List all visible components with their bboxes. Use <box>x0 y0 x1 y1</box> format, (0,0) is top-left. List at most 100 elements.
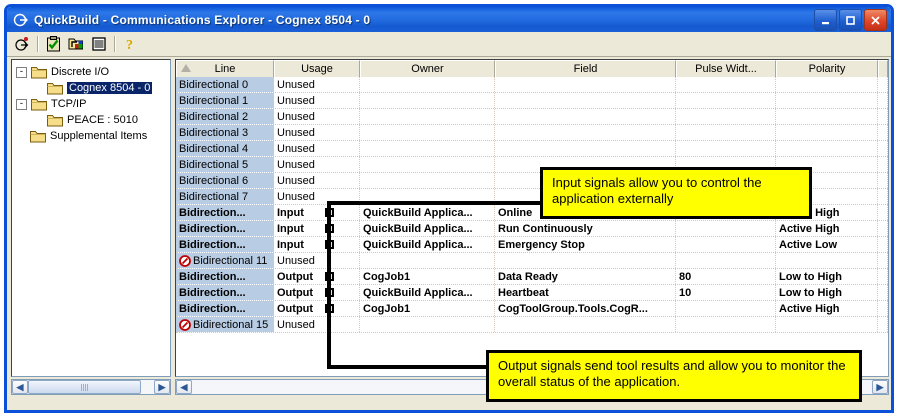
tree-toggle-icon[interactable]: - <box>16 66 27 78</box>
grid-header-field[interactable]: Field <box>495 60 676 77</box>
table-row[interactable]: Bidirectional 0 Unused <box>176 77 888 93</box>
cell-text: Bidirectional 11 <box>193 254 268 267</box>
grip-icon <box>81 383 88 391</box>
main-window: QuickBuild - Communications Explorer - C… <box>4 4 894 413</box>
svg-text:?: ? <box>126 38 133 52</box>
tree-scroll-track[interactable] <box>28 380 154 394</box>
cell-owner <box>360 141 495 156</box>
signal-marker-icon[interactable] <box>325 240 334 249</box>
right-arrow-icon: ▶ <box>876 381 884 392</box>
maximize-button[interactable] <box>839 9 862 31</box>
tree-node-supplemental-items[interactable]: Supplemental Items <box>16 128 168 144</box>
cell-pulse-width <box>676 301 776 316</box>
cell-text: QuickBuild Applica... <box>363 206 473 219</box>
cell-polarity <box>776 253 878 268</box>
grid-scroll-left-button[interactable]: ◀ <box>176 380 192 394</box>
cell-polarity <box>776 317 878 332</box>
cell-filler <box>878 285 888 300</box>
signal-marker-icon[interactable] <box>325 288 334 297</box>
cell-text: Active High <box>779 302 840 315</box>
minimize-button[interactable] <box>814 9 837 31</box>
cell-owner <box>360 317 495 332</box>
title-bar[interactable]: QuickBuild - Communications Explorer - C… <box>7 7 891 32</box>
cell-pulse-width <box>676 237 776 252</box>
signal-marker-icon[interactable] <box>325 208 334 217</box>
connect-icon[interactable] <box>11 34 33 54</box>
input-signals-callout: Input signals allow you to control the a… <box>540 167 812 219</box>
cell-text: Run Continuously <box>498 222 593 235</box>
tree-horizontal-scrollbar[interactable]: ◀ ▶ <box>11 379 171 395</box>
cell-pulse-width <box>676 93 776 108</box>
left-arrow-icon: ◀ <box>180 381 188 392</box>
cell-filler <box>878 157 888 172</box>
grid-header-polarity[interactable]: Polarity <box>776 60 878 77</box>
grid-header-usage[interactable]: Usage <box>274 60 360 77</box>
tree-node-peace-5010[interactable]: PEACE : 5010 <box>16 112 168 128</box>
right-arrow-icon: ▶ <box>158 381 166 392</box>
table-row[interactable]: Bidirectional 11 Unused <box>176 253 888 269</box>
cell-text: 10 <box>679 286 692 299</box>
cell-text: Online <box>498 206 533 219</box>
tree-node-tcp-ip[interactable]: -TCP/IP <box>16 96 168 112</box>
cell-text: Unused <box>277 78 315 91</box>
cell-text: Input <box>277 238 304 251</box>
signal-marker-icon[interactable] <box>325 272 334 281</box>
grid-header-line[interactable]: Line <box>176 60 274 77</box>
tree-scroll-thumb[interactable] <box>28 380 141 394</box>
signal-marker-icon[interactable] <box>325 304 334 313</box>
grid-header-pulse-widt[interactable]: Pulse Widt... <box>676 60 776 77</box>
cell-text: Bidirectional 0 <box>179 78 249 91</box>
grid-header-filler <box>878 60 888 77</box>
grid-header-label: Field <box>573 63 598 75</box>
cell-filler <box>878 109 888 124</box>
folder-icon <box>47 82 63 95</box>
cell-text: Emergency Stop <box>498 238 585 251</box>
cell-line: Bidirection... <box>176 237 274 252</box>
checklist-icon[interactable] <box>42 34 64 54</box>
cell-pulse-width <box>676 221 776 236</box>
cell-text: Unused <box>277 158 315 171</box>
grid-scroll-right-button[interactable]: ▶ <box>872 380 888 394</box>
tree-node-discrete-i-o[interactable]: -Discrete I/O <box>16 64 168 80</box>
cell-owner: QuickBuild Applica... <box>360 205 495 220</box>
output-callout-text: Output signals send tool results and all… <box>498 358 846 390</box>
list-icon[interactable] <box>88 34 110 54</box>
folder-icon <box>47 114 63 127</box>
tree-toggle-icon[interactable]: - <box>16 98 27 110</box>
cell-owner <box>360 77 495 92</box>
toolbar-separator <box>37 36 38 52</box>
cell-text: Unused <box>277 254 315 267</box>
cell-text: Unused <box>277 318 315 331</box>
cell-field: CogToolGroup.Tools.CogR... <box>495 301 676 316</box>
tree-node-cognex-8504-0[interactable]: Cognex 8504 - 0 <box>16 80 168 96</box>
cell-owner <box>360 125 495 140</box>
cell-text: Unused <box>277 126 315 139</box>
help-icon[interactable]: ? <box>119 34 141 54</box>
cell-pulse-width: 80 <box>676 269 776 284</box>
cell-usage: Unused <box>274 93 360 108</box>
folder-color-icon[interactable] <box>65 34 87 54</box>
cell-line: Bidirectional 5 <box>176 157 274 172</box>
cell-polarity: Low to High <box>776 269 878 284</box>
cell-text: CogToolGroup.Tools.CogR... <box>498 302 648 315</box>
cell-filler <box>878 253 888 268</box>
close-button[interactable] <box>864 9 887 31</box>
signal-marker-icon[interactable] <box>325 224 334 233</box>
grid-header-owner[interactable]: Owner <box>360 60 495 77</box>
cell-line: Bidirectional 15 <box>176 317 274 332</box>
tree-scroll-left-button[interactable]: ◀ <box>12 380 28 394</box>
tree-scroll-right-button[interactable]: ▶ <box>154 380 170 394</box>
